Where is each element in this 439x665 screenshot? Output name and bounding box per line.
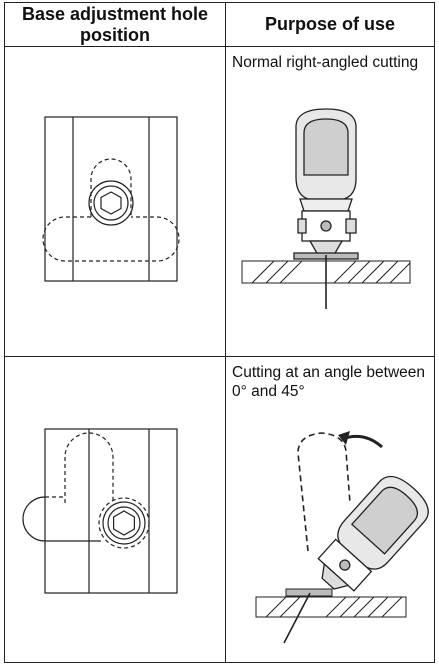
- base-hole-straight-icon: [42, 116, 180, 282]
- purpose-text: Normal right-angled cutting: [232, 54, 419, 71]
- table-row: Cutting at an angle between 0° and 45°: [4, 356, 435, 663]
- hole-position-cell: [4, 356, 226, 663]
- column-header-purpose: Purpose of use: [225, 2, 435, 47]
- purpose-text: Cutting at an angle between 0° and 45°: [232, 364, 426, 400]
- column-header-hole-position: Base adjustment hole position: [4, 2, 226, 47]
- jigsaw-upright-icon: [241, 108, 411, 309]
- jigsaw-tilted-icon: [255, 431, 429, 644]
- usage-table: Base adjustment hole position Purpose of…: [4, 2, 435, 663]
- base-hole-bevel-icon: [22, 428, 178, 594]
- hole-position-cell: [4, 46, 226, 357]
- table-row: Normal right-angled cutting: [4, 46, 435, 357]
- purpose-cell: Normal right-angled cutting: [225, 46, 435, 357]
- purpose-cell: Cutting at an angle between 0° and 45°: [225, 356, 435, 663]
